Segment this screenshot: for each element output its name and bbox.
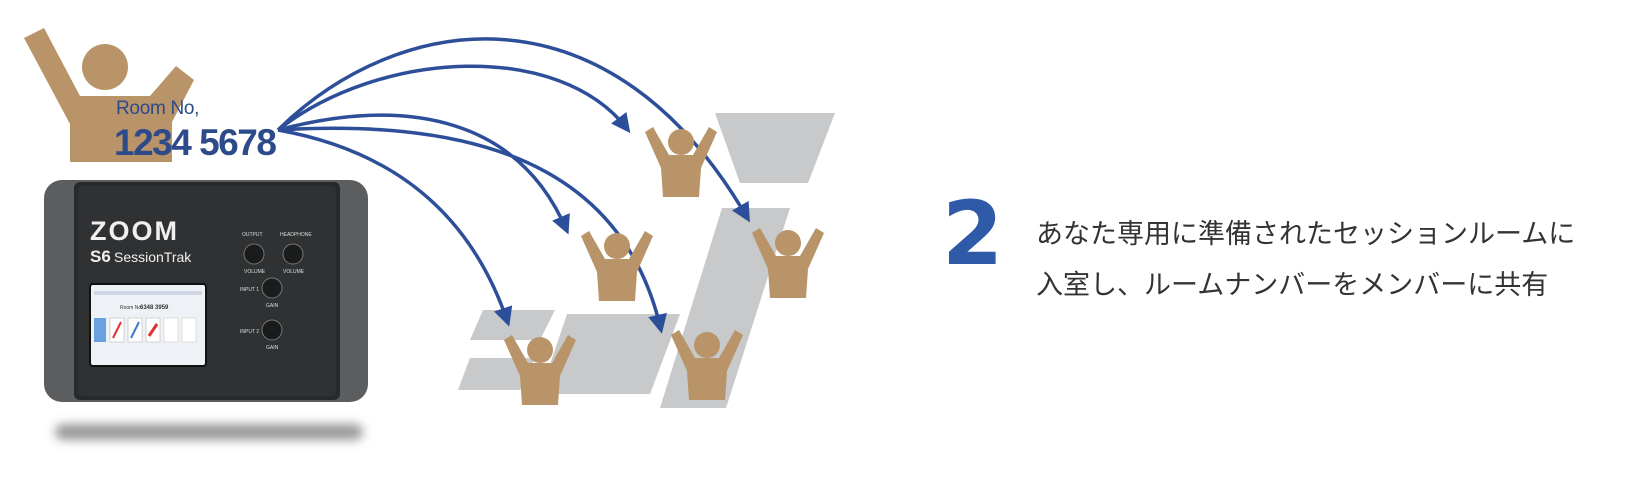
svg-text:INPUT 1: INPUT 1	[240, 287, 259, 293]
step-description-line-1: あなた専用に準備されたセッションルームに	[1036, 219, 1576, 250]
headphone-volume-knob	[282, 243, 304, 265]
device-model-name: SessionTrak	[114, 249, 192, 265]
screen-room-value: 6348 3959	[140, 305, 169, 311]
device-shadow	[55, 424, 363, 440]
member-person-icon	[645, 127, 717, 197]
device-brand: ZOOM	[90, 216, 179, 246]
input1-gain-knob	[261, 277, 283, 299]
svg-text:VOLUME: VOLUME	[244, 269, 266, 275]
svg-text:OUTPUT: OUTPUT	[242, 232, 263, 238]
svg-text:HEADPHONE: HEADPHONE	[280, 232, 312, 238]
member-person-icon	[752, 228, 824, 298]
arrow-to-member-5	[277, 128, 513, 327]
arrow-to-member-2	[276, 64, 631, 134]
svg-text:GAIN: GAIN	[266, 345, 279, 351]
room-number-label: Room No,	[116, 98, 200, 119]
room-number-value: 1234 5678	[114, 122, 277, 163]
screen-room-label: Room No.	[120, 305, 143, 311]
host-person-icon	[24, 28, 194, 162]
member-person-icon	[671, 330, 743, 400]
member-person-icon	[504, 335, 576, 405]
svg-text:GAIN: GAIN	[266, 303, 279, 309]
device-model: S6	[90, 247, 111, 266]
step-number: 2	[942, 182, 1003, 285]
svg-text:INPUT 2: INPUT 2	[240, 329, 259, 335]
step-description-line-2: 入室し、ルームナンバーをメンバーに共有	[1036, 270, 1549, 301]
arrow-to-member-3	[277, 113, 570, 235]
member-person-icon	[581, 231, 653, 301]
session-device: Room No. 6348 3959 ZOOM S6 SessionTrak O…	[44, 180, 368, 402]
svg-text:VOLUME: VOLUME	[283, 269, 305, 275]
output-volume-knob	[243, 243, 265, 265]
step-description: あなた専用に準備されたセッションルームに 入室し、ルームナンバーをメンバーに共有	[1036, 209, 1636, 311]
input2-gain-knob	[261, 319, 283, 341]
